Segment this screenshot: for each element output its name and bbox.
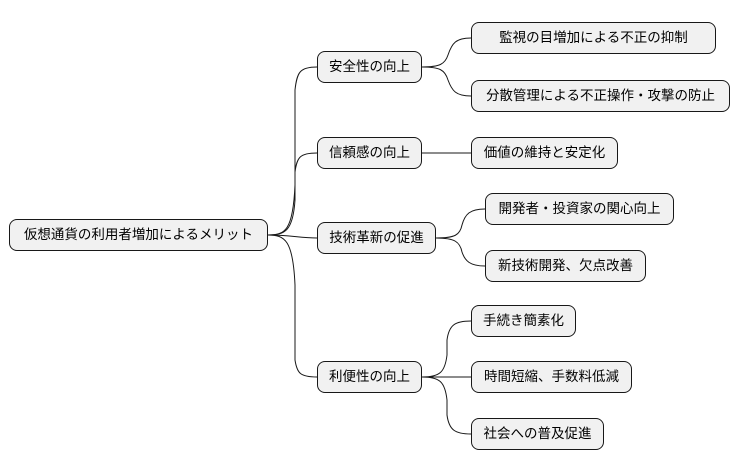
leaf-node: 時間短縮、手数料低減: [471, 361, 632, 393]
connector-convenience-3: [421, 376, 472, 435]
connector-root-trust: [267, 152, 318, 236]
branch-node-safety: 安全性の向上: [317, 51, 422, 83]
connector-root-convenience: [267, 234, 318, 378]
branch-node-convenience: 利便性の向上: [317, 361, 422, 393]
connector-convenience-1: [421, 320, 472, 378]
leaf-node: 新技術開発、欠点改善: [485, 250, 646, 282]
connector-innovation-2: [435, 237, 486, 267]
connector-safety-1: [421, 37, 472, 68]
root-node: 仮想通貨の利用者増加によるメリット: [9, 219, 268, 251]
leaf-node: 価値の維持と安定化: [471, 137, 618, 169]
connector-safety-2: [421, 66, 472, 97]
connector-root-safety: [267, 66, 318, 236]
branch-node-innovation: 技術革新の促進: [317, 222, 436, 254]
leaf-node: 監視の目増加による不正の抑制: [471, 22, 716, 54]
leaf-node: 分散管理による不正操作・攻撃の防止: [471, 80, 730, 112]
connector-innovation-1: [435, 208, 486, 239]
leaf-node: 手続き簡素化: [471, 305, 576, 337]
leaf-node: 開発者・投資家の関心向上: [485, 193, 674, 225]
branch-node-trust: 信頼感の向上: [317, 137, 422, 169]
leaf-node: 社会への普及促進: [471, 418, 604, 450]
